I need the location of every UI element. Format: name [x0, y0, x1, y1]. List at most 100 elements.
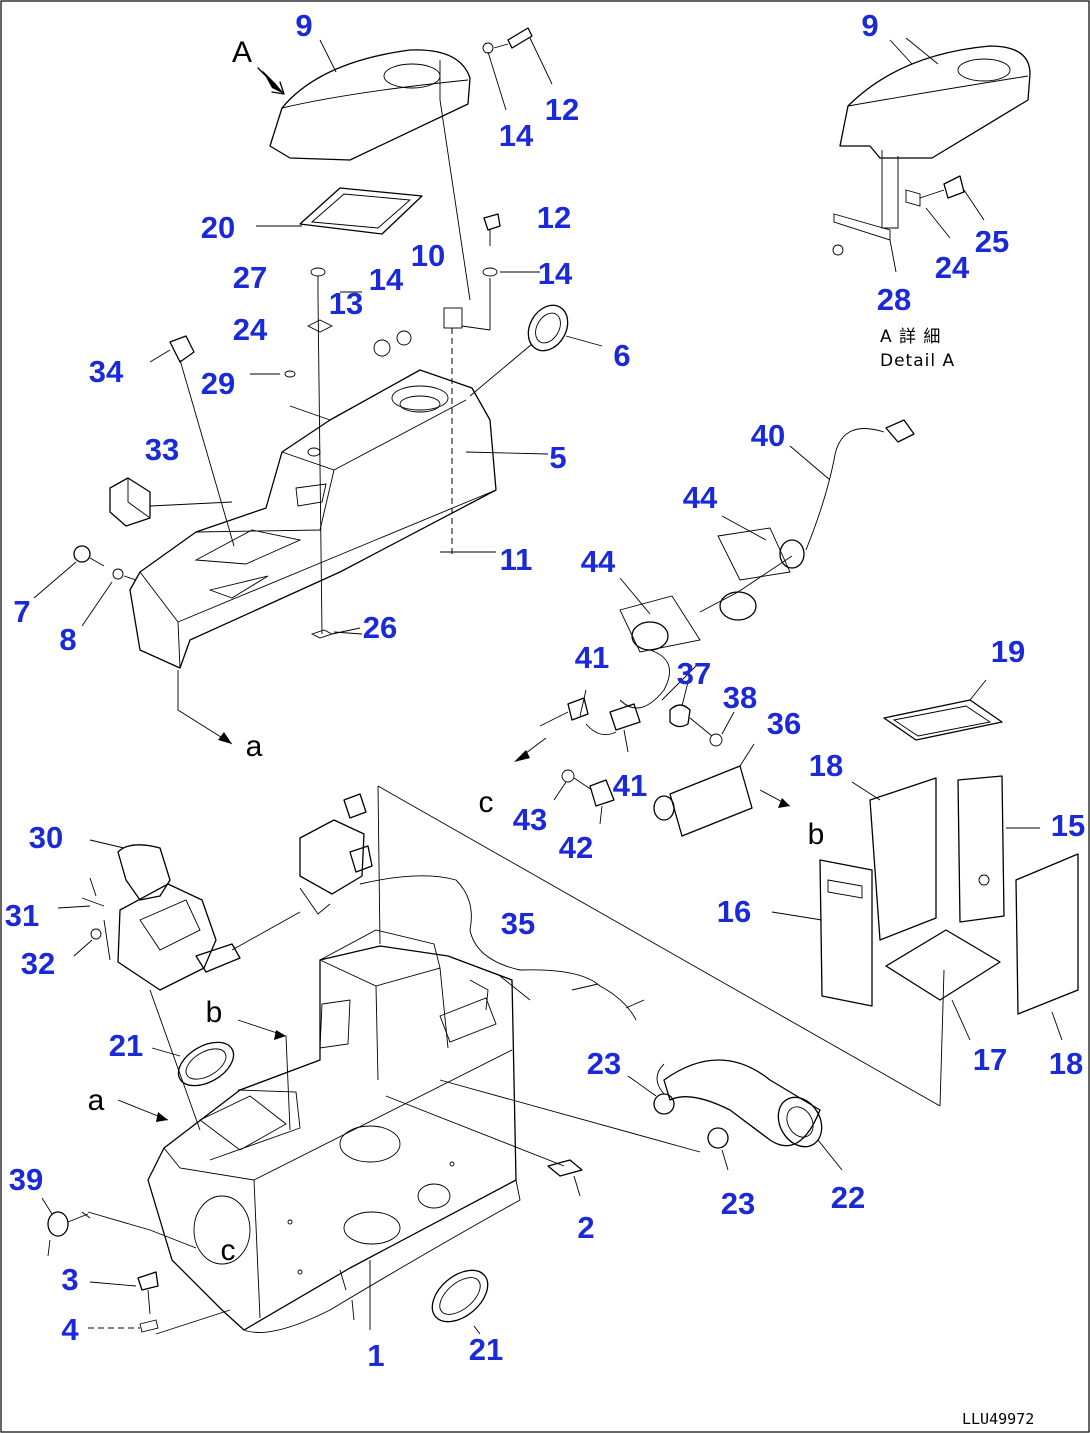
callout-c-36: 36: [767, 706, 801, 741]
ref-arrow-a: [177, 670, 233, 745]
callout-c-40: 40: [751, 418, 785, 453]
callout-c-10: 10: [411, 238, 445, 273]
callout-c-26: 26: [363, 610, 397, 645]
callout-c-20: 20: [201, 210, 235, 245]
ref-letter-r-b2: b: [206, 996, 223, 1029]
callout-c-39: 39: [9, 1162, 43, 1197]
callout-leaders: [319, 39, 913, 1321]
ref-arrow-a-bottom: [117, 1099, 169, 1122]
plate-2: [547, 1159, 583, 1197]
ref-letter-r-c1: c: [479, 786, 494, 819]
seal-21-bottom: [431, 1269, 489, 1335]
callout-c-30: 30: [29, 820, 63, 855]
callout-c-24a: 24: [233, 312, 268, 347]
wiring-harness-40: [789, 419, 915, 551]
bolt-42-43: [553, 769, 615, 825]
small-hardware: [250, 213, 540, 635]
callout-c-11: 11: [500, 542, 533, 577]
callout-c-29: 29: [201, 366, 235, 401]
callout-c-5: 5: [549, 440, 566, 475]
callout-c-34: 34: [89, 354, 124, 389]
view-arrow-a: A: [232, 36, 285, 95]
callout-c-15: 15: [1051, 808, 1085, 843]
callout-c-12b: 12: [537, 200, 571, 235]
panel-36: [653, 743, 791, 837]
callout-c-41a: 41: [575, 640, 609, 675]
callout-c-27: 27: [233, 260, 267, 295]
callout-c-22: 22: [831, 1180, 865, 1215]
callout-c-44a: 44: [683, 480, 718, 515]
leader-37: [661, 665, 697, 701]
callout-c-18b: 18: [1049, 1046, 1083, 1081]
washer-4: [88, 1309, 231, 1335]
callout-c-35: 35: [501, 906, 535, 941]
nut-11-26: [310, 551, 496, 639]
callout-c-32: 32: [21, 946, 55, 981]
callout-c-16: 16: [717, 894, 751, 929]
callout-c-17: 17: [973, 1042, 1007, 1077]
seal-21: [151, 1041, 235, 1087]
callout-c-23b: 23: [721, 1186, 755, 1221]
connector-41-37-38: [514, 681, 735, 762]
switch-33: [109, 477, 233, 527]
callout-c-31: 31: [5, 898, 39, 933]
seal-20: [256, 187, 423, 235]
switch-unit-35: [231, 793, 645, 1021]
callout-c-18a: 18: [809, 748, 843, 783]
callout-c-38: 38: [723, 680, 757, 715]
callout-c-33: 33: [145, 432, 179, 467]
callout-c-43: 43: [513, 802, 547, 837]
callout-c-9b: 9: [861, 8, 878, 43]
assembly-leaders: [377, 785, 945, 1167]
reference-letters: a c b b a c: [88, 730, 825, 1267]
callout-c-25: 25: [975, 224, 1009, 259]
callout-c-14a: 14: [499, 118, 534, 153]
console-body-1: [147, 929, 521, 1333]
callout-c-14c: 14: [538, 256, 573, 291]
ref-letter-r-a1: a: [246, 730, 263, 763]
switch-34: [149, 335, 235, 547]
callout-c-4: 4: [61, 1312, 79, 1347]
detail-label-jp: A 詳 細: [880, 327, 941, 347]
clamp-23: [627, 1075, 729, 1171]
lamp-44: [619, 515, 805, 709]
drawing-code: LLU49972: [962, 1410, 1034, 1428]
view-arrow-label: A: [232, 36, 252, 69]
console-cover-5: [129, 369, 549, 669]
lever-assembly-30: [57, 839, 241, 1131]
ref-arrow-b: [237, 1019, 291, 1131]
callout-c-9a: 9: [295, 8, 312, 43]
callout-c-3: 3: [61, 1262, 78, 1297]
callout-c-13: 13: [329, 286, 363, 321]
ref-letter-r-c2: c: [221, 1234, 236, 1267]
detail-label-en: Detail A: [880, 351, 955, 371]
callout-c-23a: 23: [587, 1046, 621, 1081]
screw-7-8: [33, 545, 137, 627]
grommet-39: [41, 1197, 197, 1257]
callout-c-42: 42: [559, 830, 593, 865]
callout-c-19: 19: [991, 634, 1025, 669]
callout-c-7: 7: [13, 594, 30, 629]
callout-c-2: 2: [577, 1210, 594, 1245]
cup-holder-ring-6: [469, 304, 603, 397]
callout-c-24b: 24: [935, 250, 970, 285]
callout-c-14b: 14: [369, 262, 404, 297]
ref-letter-r-b1: b: [808, 818, 825, 851]
callout-c-28: 28: [877, 282, 911, 317]
bolt-12-top: [482, 27, 553, 111]
callout-c-12a: 12: [545, 92, 579, 127]
callout-c-6: 6: [613, 338, 630, 373]
callout-c-44b: 44: [581, 544, 616, 579]
ref-letter-r-a2: a: [88, 1084, 105, 1117]
armrest-cover: [269, 49, 471, 301]
bolt-3: [89, 1271, 159, 1315]
callout-c-21b: 21: [469, 1332, 503, 1367]
callout-c-21a: 21: [109, 1028, 143, 1063]
callout-c-1: 1: [367, 1338, 384, 1373]
insulation-panels: [771, 679, 1079, 1041]
detail-a: A 詳 細 Detail A: [832, 37, 1031, 371]
callout-c-41b: 41: [613, 768, 647, 803]
